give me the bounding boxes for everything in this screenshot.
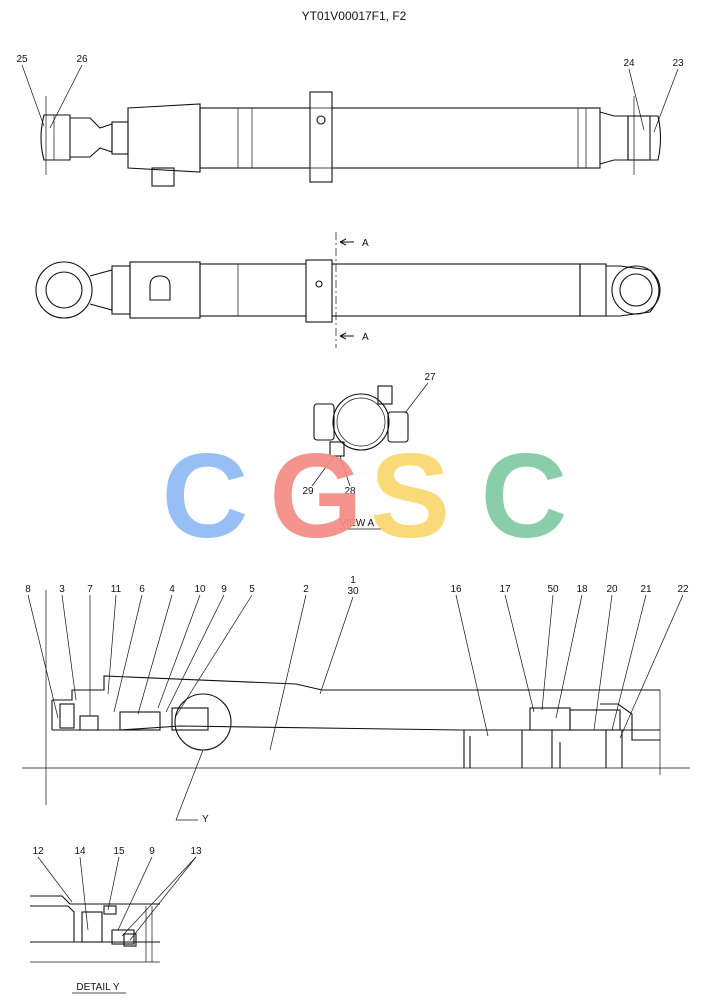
- cylinder-plan-view: A A: [35, 232, 661, 348]
- callout-20: 20: [606, 584, 618, 595]
- callout-17: 17: [499, 584, 511, 595]
- leader-line: [611, 594, 647, 731]
- leader-line: [628, 68, 645, 131]
- callout-3: 3: [59, 584, 65, 595]
- leader-line: [21, 64, 45, 127]
- watermark-letter: S: [370, 429, 450, 563]
- leader-line: [455, 594, 489, 737]
- leader-line: [79, 856, 89, 931]
- callout-24: 24: [623, 58, 635, 69]
- detail-y: DETAIL Y: [30, 895, 160, 994]
- section-mark-bottom: A: [362, 332, 369, 343]
- leader-line: [504, 594, 535, 713]
- callout-21: 21: [640, 584, 652, 595]
- watermark-letter: G: [269, 429, 362, 563]
- view-a-section: VIEW A: [311, 382, 429, 530]
- leader-line: [175, 594, 253, 717]
- leader-line: [37, 856, 73, 903]
- callout-12: 12: [32, 846, 44, 857]
- callout-23: 23: [672, 58, 684, 69]
- callout-4: 4: [169, 584, 175, 595]
- leader-line: [541, 594, 554, 711]
- view-a-label: VIEW A: [340, 518, 375, 529]
- leader-line: [555, 594, 583, 719]
- leader-line: [593, 594, 613, 731]
- detail-marker: Y: [202, 814, 209, 825]
- watermark-letter: C: [162, 429, 249, 563]
- leader-line: [121, 856, 197, 937]
- callout-30: 30: [347, 586, 359, 597]
- callout-16: 16: [450, 584, 462, 595]
- leader-line: [117, 856, 153, 931]
- callout-5: 5: [249, 584, 255, 595]
- callout-11: 11: [111, 584, 122, 595]
- leader-line: [619, 594, 684, 739]
- leader-line: [107, 856, 120, 911]
- leader-line: [27, 594, 59, 719]
- callouts-detail-y: 12 14 15 9 13: [32, 846, 202, 941]
- callout-8: 8: [25, 584, 31, 595]
- callout-15: 15: [113, 846, 125, 857]
- leader-line: [319, 596, 354, 695]
- leader-line: [165, 594, 225, 713]
- leader-line: [653, 68, 679, 133]
- callout-7: 7: [87, 584, 93, 595]
- callout-18: 18: [576, 584, 588, 595]
- callout-14: 14: [74, 846, 86, 857]
- callout-27: 27: [424, 372, 436, 383]
- leader-line: [107, 594, 117, 695]
- diagram-title: YT01V00017F1, F2: [302, 9, 407, 23]
- leader-line: [113, 594, 143, 713]
- leader-line: [61, 594, 77, 701]
- cylinder-section-view: Y: [22, 590, 690, 825]
- callout-9: 9: [149, 846, 155, 857]
- callouts-view-a: 27 29 28: [302, 372, 436, 497]
- cylinder-side-view: [40, 91, 662, 187]
- callout-1: 1: [350, 575, 356, 586]
- callout-9: 9: [221, 584, 227, 595]
- callout-2: 2: [303, 584, 309, 595]
- callouts-top: 25 26 24 23: [16, 54, 684, 133]
- leader-line: [269, 594, 307, 751]
- callout-6: 6: [139, 584, 145, 595]
- callout-22: 22: [677, 584, 689, 595]
- section-mark-top: A: [362, 238, 369, 249]
- callout-29: 29: [302, 486, 314, 497]
- watermark-letter: C: [481, 429, 568, 563]
- callout-26: 26: [76, 54, 88, 65]
- leader-line: [49, 64, 83, 129]
- callout-10: 10: [194, 584, 206, 595]
- callout-25: 25: [16, 54, 28, 65]
- detail-y-label: DETAIL Y: [76, 982, 119, 993]
- leader-line: [129, 856, 197, 941]
- leader-line: [157, 594, 201, 709]
- leader-line: [137, 594, 173, 715]
- callout-13: 13: [190, 846, 202, 857]
- callout-50: 50: [547, 584, 559, 595]
- callout-28: 28: [344, 486, 356, 497]
